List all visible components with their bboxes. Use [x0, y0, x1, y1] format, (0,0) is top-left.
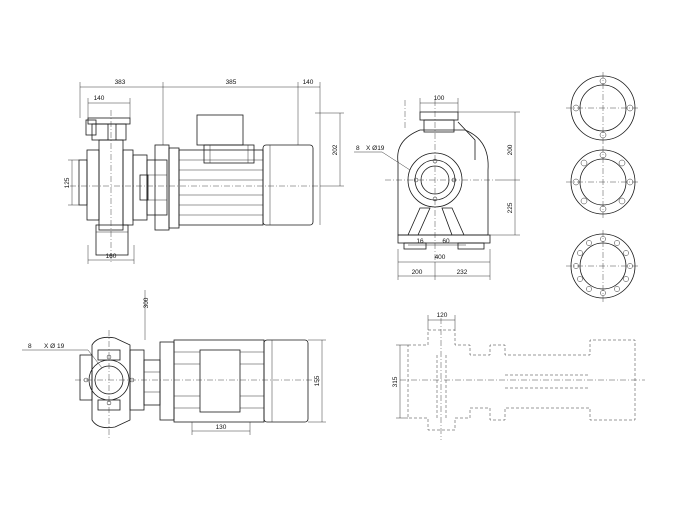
dim-plan-holes: 8 [28, 343, 32, 350]
outline-view: 120 315 [392, 312, 645, 440]
dim-side-shaft-height: 125 [64, 177, 71, 188]
dim-front-holes: 8 [356, 145, 360, 152]
flange-detail-8-hole [566, 146, 640, 218]
dim-plan-hole-dia: X Ø 19 [44, 343, 65, 350]
dim-front-foot-right: 60 [442, 238, 450, 245]
dim-plan-motor-width: 155 [314, 375, 321, 386]
dim-front-height-lower: 225 [507, 202, 514, 213]
dim-front-foot-left: 16 [416, 238, 424, 245]
dim-side-total-length: 383 [115, 79, 126, 86]
dim-plan-foot-length: 130 [216, 424, 227, 431]
dim-side-flange-offset: 140 [94, 95, 105, 102]
dim-front-base-width: 400 [435, 254, 446, 261]
dim-front-base-right: 232 [457, 269, 468, 276]
dim-plan-offset: 300 [143, 297, 150, 308]
dim-front-base-left: 200 [412, 269, 423, 276]
flange-detail-12-hole [566, 230, 640, 302]
side-elevation-view: 383 385 140 140 125 202 160 [64, 79, 344, 264]
plan-view: 300 8 X Ø 19 155 130 [22, 290, 326, 440]
flange-detail-4-hole [566, 72, 640, 144]
dim-side-base-width: 160 [106, 253, 117, 260]
dim-side-motor-height: 202 [332, 144, 339, 155]
front-view: 100 8 X Ø19 200 225 16 60 400 200 232 [354, 95, 520, 280]
dim-side-motor-length: 385 [226, 79, 237, 86]
dim-front-top-width: 100 [434, 95, 445, 102]
dim-side-motor-end: 140 [303, 79, 314, 86]
dim-outline-top-width: 120 [437, 312, 448, 319]
dim-front-height-upper: 200 [507, 144, 514, 155]
dim-front-hole-dia: X Ø19 [366, 145, 385, 152]
dim-outline-height: 315 [392, 376, 399, 387]
